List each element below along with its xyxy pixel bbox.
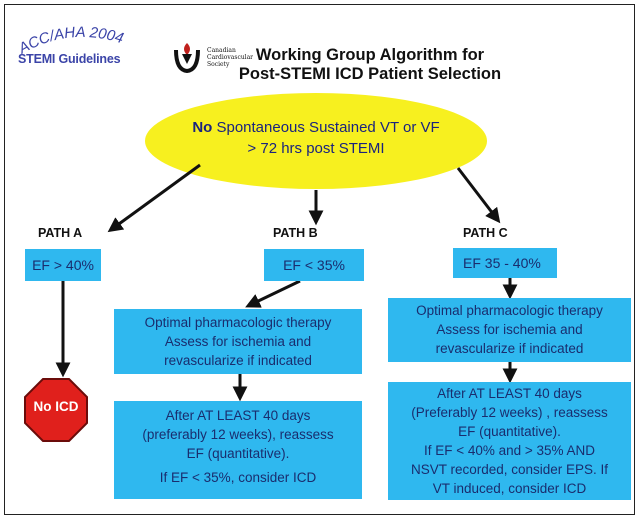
path-b-therapy-box: Optimal pharmacologic therapy Assess for… [114, 309, 362, 374]
reassess-line: If EF < 40% and > 35% AND [423, 443, 596, 458]
therapy-line: revascularize if indicated [164, 353, 312, 368]
path-a-label: PATH A [38, 226, 83, 240]
reassess-line: After AT LEAST 40 days [165, 408, 311, 423]
start-line2: > 72 hrs post STEMI [247, 140, 385, 157]
arrow-to-path-c [456, 167, 501, 224]
title-line: Post-STEMI ICD Patient Selection [238, 65, 502, 83]
diagram-frame [4, 4, 635, 515]
ccs-logo-line: Cardiovascular [207, 54, 254, 61]
start-line1: Spontaneous Sustained VT or VF [212, 119, 440, 136]
arrow-to-path-a [107, 163, 201, 233]
path-b-label: PATH B [273, 226, 318, 240]
start-condition: No Spontaneous Sustained VT or VF > 72 h… [145, 117, 487, 159]
ccs-logo-line: Society [207, 61, 230, 68]
ccs-logo-icon [174, 43, 200, 74]
start-ellipse [145, 93, 487, 189]
path-c-criterion: EF 35 - 40% [453, 248, 557, 278]
reassess-line: NSVT recorded, consider EPS. If [410, 462, 609, 477]
ccs-logo-text: Canadian Cardiovascular Society [207, 47, 254, 68]
path-b-reassess-box: After AT LEAST 40 days (preferably 12 we… [114, 401, 362, 499]
path-b-criterion: EF < 35% [264, 249, 364, 281]
therapy-line: revascularize if indicated [435, 341, 584, 356]
path-a-criterion: EF > 40% [25, 249, 101, 281]
reassess-line: After AT LEAST 40 days [437, 386, 582, 401]
ccs-logo-line: Canadian [207, 47, 236, 54]
path-c-reassess-box: After AT LEAST 40 days (Preferably 12 we… [388, 382, 631, 500]
stemi-guidelines-label: STEMI Guidelines [18, 52, 121, 66]
title-line: Working Group Algorithm for [255, 46, 485, 64]
reassess-line: (Preferably 12 weeks) , reassess [411, 405, 608, 420]
therapy-line: Optimal pharmacologic therapy [416, 303, 603, 318]
therapy-line: Assess for ischemia and [436, 322, 583, 337]
reassess-line: EF (quantitative). [458, 424, 561, 439]
therapy-line: Optimal pharmacologic therapy [144, 315, 332, 330]
reassess-line: (preferably 12 weeks), reassess [142, 427, 334, 442]
reassess-line: VT induced, consider ICD [432, 481, 587, 496]
stop-sign-icon [24, 378, 88, 442]
path-b-decision: If EF < 35%, consider ICD [159, 470, 317, 485]
reassess-line: EF (quantitative). [186, 446, 290, 461]
diagram-title: Working Group Algorithm for Post-STEMI I… [220, 46, 520, 84]
therapy-line: Assess for ischemia and [164, 334, 312, 349]
acc-aha-logo: ACC/AHA 2004 [15, 24, 126, 58]
path-a-outcome: No ICD [33, 399, 79, 414]
start-no-text: No [192, 119, 213, 136]
path-c-label: PATH C [463, 226, 508, 240]
path-c-therapy-box: Optimal pharmacologic therapy Assess for… [388, 298, 631, 362]
arrow-b-to-therapy [245, 279, 301, 308]
